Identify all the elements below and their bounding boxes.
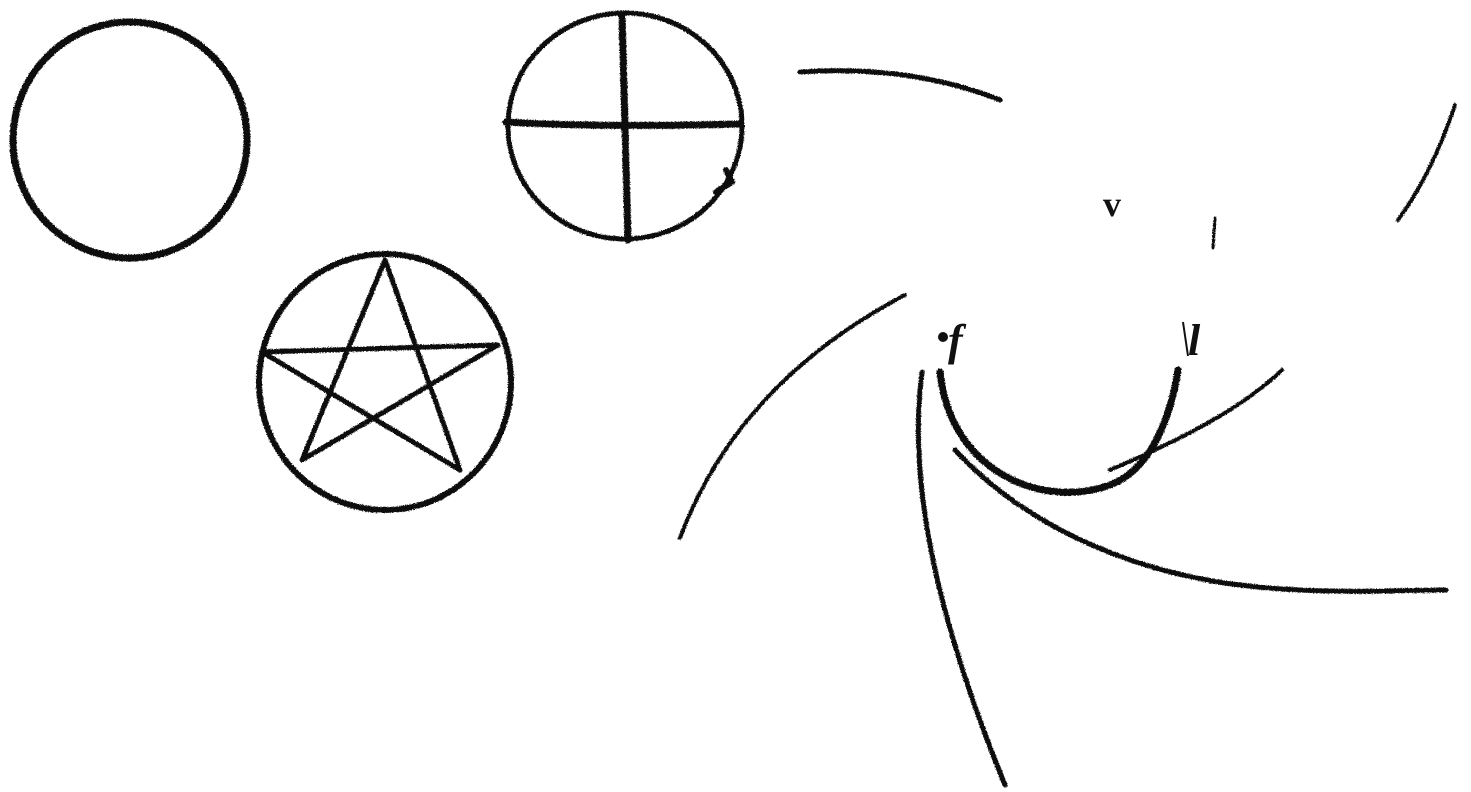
- plain-circle: [13, 22, 247, 258]
- small-tick: [1213, 218, 1215, 248]
- bottom-arc: [955, 450, 1446, 591]
- right-arc: [1110, 370, 1282, 470]
- left-arc: [680, 295, 905, 538]
- point-f-dot: [938, 332, 948, 342]
- label-v: v: [1103, 184, 1121, 224]
- right-edge-stroke: [1398, 105, 1455, 220]
- circle-with-pentagram: [259, 254, 511, 510]
- top-arc: [800, 71, 1000, 100]
- label-f: f: [948, 316, 967, 365]
- circle-with-cross: [506, 13, 742, 240]
- label-l: l: [1188, 316, 1201, 365]
- vortex-curves: [680, 71, 1455, 785]
